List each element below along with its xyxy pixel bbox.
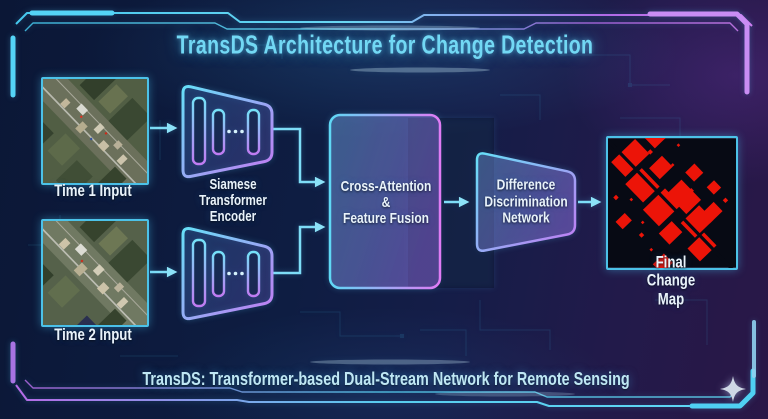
arrow-encoder2-to-fusion xyxy=(272,221,326,275)
caption: TransDS: Transformer-based Dual-Stream N… xyxy=(142,368,630,389)
label-siamese-encoder: Siamese Transformer Encoder xyxy=(199,177,267,225)
page-title: TransDS Architecture for Change Detectio… xyxy=(176,29,594,60)
encoder-trapezoid-bottom xyxy=(181,226,274,321)
encoder-trapezoid-top xyxy=(181,85,274,179)
accent-bar-bottom-right xyxy=(689,368,756,409)
satellite-image-time1 xyxy=(41,77,149,185)
satellite-image-time1-graphic xyxy=(43,79,147,183)
label-final-change-map: Final Change Map xyxy=(646,253,696,309)
satellite-image-time2-graphic xyxy=(43,221,147,325)
label-time2-input: Time 2 Input xyxy=(54,325,132,344)
change-map-image xyxy=(606,136,738,270)
arrow-encoder1-to-fusion xyxy=(272,127,326,188)
label-cross-attention-fusion: Cross-Attention & Feature Fusion xyxy=(340,178,432,227)
satellite-image-time2 xyxy=(41,219,149,327)
sparkle-icon xyxy=(720,376,746,402)
fusion-box xyxy=(328,113,442,290)
change-map-graphic xyxy=(608,138,736,268)
accent-bar-top-right xyxy=(647,11,750,95)
hud-frame xyxy=(10,10,756,409)
label-difference-discrimination: Difference Discrimination Network xyxy=(484,176,568,227)
flow-arrows xyxy=(150,122,602,278)
ddn-trapezoid xyxy=(475,152,577,252)
label-time1-input: Time 1 Input xyxy=(54,181,132,200)
